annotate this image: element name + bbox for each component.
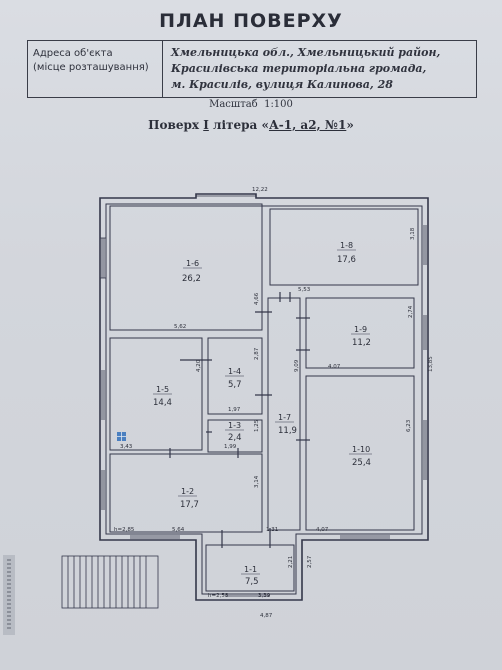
dim-1-2-width: 5,64 [172, 527, 185, 533]
stairs [61, 555, 159, 609]
dim-1-7-width: 1,31 [266, 527, 278, 533]
dim-1-4-width: 1,97 [228, 407, 241, 413]
scale-value: 1:100 [264, 99, 293, 110]
dim-total-height: 13,85 [428, 356, 434, 372]
dim-1-3-height: 1,25 [254, 419, 260, 432]
floor-prefix: Поверх [148, 118, 200, 132]
outer-wall-inner [105, 203, 423, 595]
room-1-10-area: 25,4 [352, 458, 371, 468]
room-1-3-area: 2,4 [228, 433, 242, 443]
dim-1-8-height: 3,18 [410, 227, 416, 240]
room-1-2-number: 1-2 [181, 487, 194, 496]
address-value-line2: Красилівська територіальна громада, [171, 62, 427, 75]
dim-1-7-height: 9,09 [294, 359, 300, 372]
room-1-8-number: 1-8 [340, 241, 353, 250]
room-1-5-outline [109, 337, 203, 451]
dim-1-4-height: 2,87 [254, 347, 260, 360]
room-1-9-outline [305, 297, 415, 369]
dim-1-1-height: 2,21 [288, 556, 294, 568]
room-1-9-area: 11,2 [352, 338, 371, 348]
side-stamp [3, 555, 15, 635]
dim-1-9-height: 2,74 [408, 305, 414, 318]
scale-label: Масштаб [209, 99, 258, 110]
address-label-line2: (місце розташування) [33, 62, 149, 73]
room-1-4-number: 1-4 [228, 367, 241, 376]
room-1-10-number: 1-10 [352, 445, 370, 454]
room-1-6-area: 26,2 [182, 274, 201, 284]
room-1-7-number: 1-7 [278, 413, 291, 422]
dim-1-3-width: 1,99 [224, 444, 237, 450]
doors [169, 292, 310, 548]
dim-1-1-width: 3,39 [258, 593, 271, 599]
room-1-2-area: 17,7 [180, 500, 199, 510]
floor-number: І [203, 118, 209, 132]
dim-1-5-height: 4,20 [196, 359, 202, 372]
room-labels: 1-6 26,2 1-8 17,6 1-9 11,2 1-4 5,7 1-5 1… [153, 241, 372, 587]
dim-1-8-width: 5,53 [298, 287, 311, 293]
dim-1-2-height: 3,14 [254, 475, 260, 488]
address-value: Хмельницька обл., Хмельницький район, Кр… [163, 41, 476, 97]
room-1-2-outline [109, 453, 263, 533]
floor-middle: літера « [213, 118, 269, 132]
floor-suffix: » [346, 118, 354, 132]
address-value-line1: Хмельницька обл., Хмельницький район, [171, 46, 441, 59]
page-title: ПЛАН ПОВЕРХУ [159, 10, 343, 32]
room-1-8-area: 17,6 [337, 255, 356, 265]
dim-1-9-width: 4,07 [328, 364, 341, 370]
room-1-7-area: 11,9 [278, 426, 297, 436]
dim-1-10-height: 6,23 [406, 419, 412, 432]
dimension-labels: 12,22 3,18 5,53 4,66 5,62 2,74 13,85 4,2… [114, 187, 434, 619]
room-1-1-outline [205, 544, 295, 592]
room-1-10-outline [305, 375, 415, 531]
room-1-3-number: 1-3 [228, 421, 241, 430]
room-1-1-number: 1-1 [244, 565, 257, 574]
room-1-3-outline [207, 419, 263, 453]
address-table: Адреса об'єкта (місце розташування) Хмел… [27, 40, 477, 98]
floor-letters: А-1, а2, №1 [268, 118, 347, 132]
dim-1-6-width: 5,62 [174, 324, 186, 330]
room-1-6-number: 1-6 [186, 259, 199, 268]
outer-wall [99, 193, 429, 601]
dim-porch-height: 2,57 [307, 555, 313, 568]
scale-line: Масштаб 1:100 [0, 99, 502, 110]
windows [100, 195, 427, 597]
room-1-6-outline [109, 205, 263, 331]
room-1-5-number: 1-5 [156, 385, 169, 394]
dim-top: 12,22 [252, 187, 268, 193]
floor-caption: Поверх І літера «А-1, а2, №1» [0, 118, 502, 132]
room-1-7-outline [267, 297, 301, 531]
room-1-5-area: 14,4 [153, 398, 172, 408]
dim-ceiling-height-main: h=2,85 [114, 527, 135, 533]
dim-porch-width: 4,87 [260, 613, 273, 619]
room-1-9-number: 1-9 [354, 325, 367, 334]
room-1-1-area: 7,5 [245, 577, 259, 587]
address-label: Адреса об'єкта (місце розташування) [28, 41, 163, 97]
address-label-line1: Адреса об'єкта [33, 48, 113, 59]
room-1-4-outline [207, 337, 263, 415]
room-1-8-outline [269, 208, 419, 286]
room-1-4-area: 5,7 [228, 380, 242, 390]
dim-1-5-width: 3,43 [120, 444, 133, 450]
dim-1-10-width: 4,07 [316, 527, 329, 533]
address-value-line3: м. Красилів, вулиця Калинова, 28 [171, 78, 393, 91]
dim-ceiling-height-porch: h=2,58 [208, 593, 229, 599]
dim-1-6-height: 4,66 [254, 292, 260, 305]
